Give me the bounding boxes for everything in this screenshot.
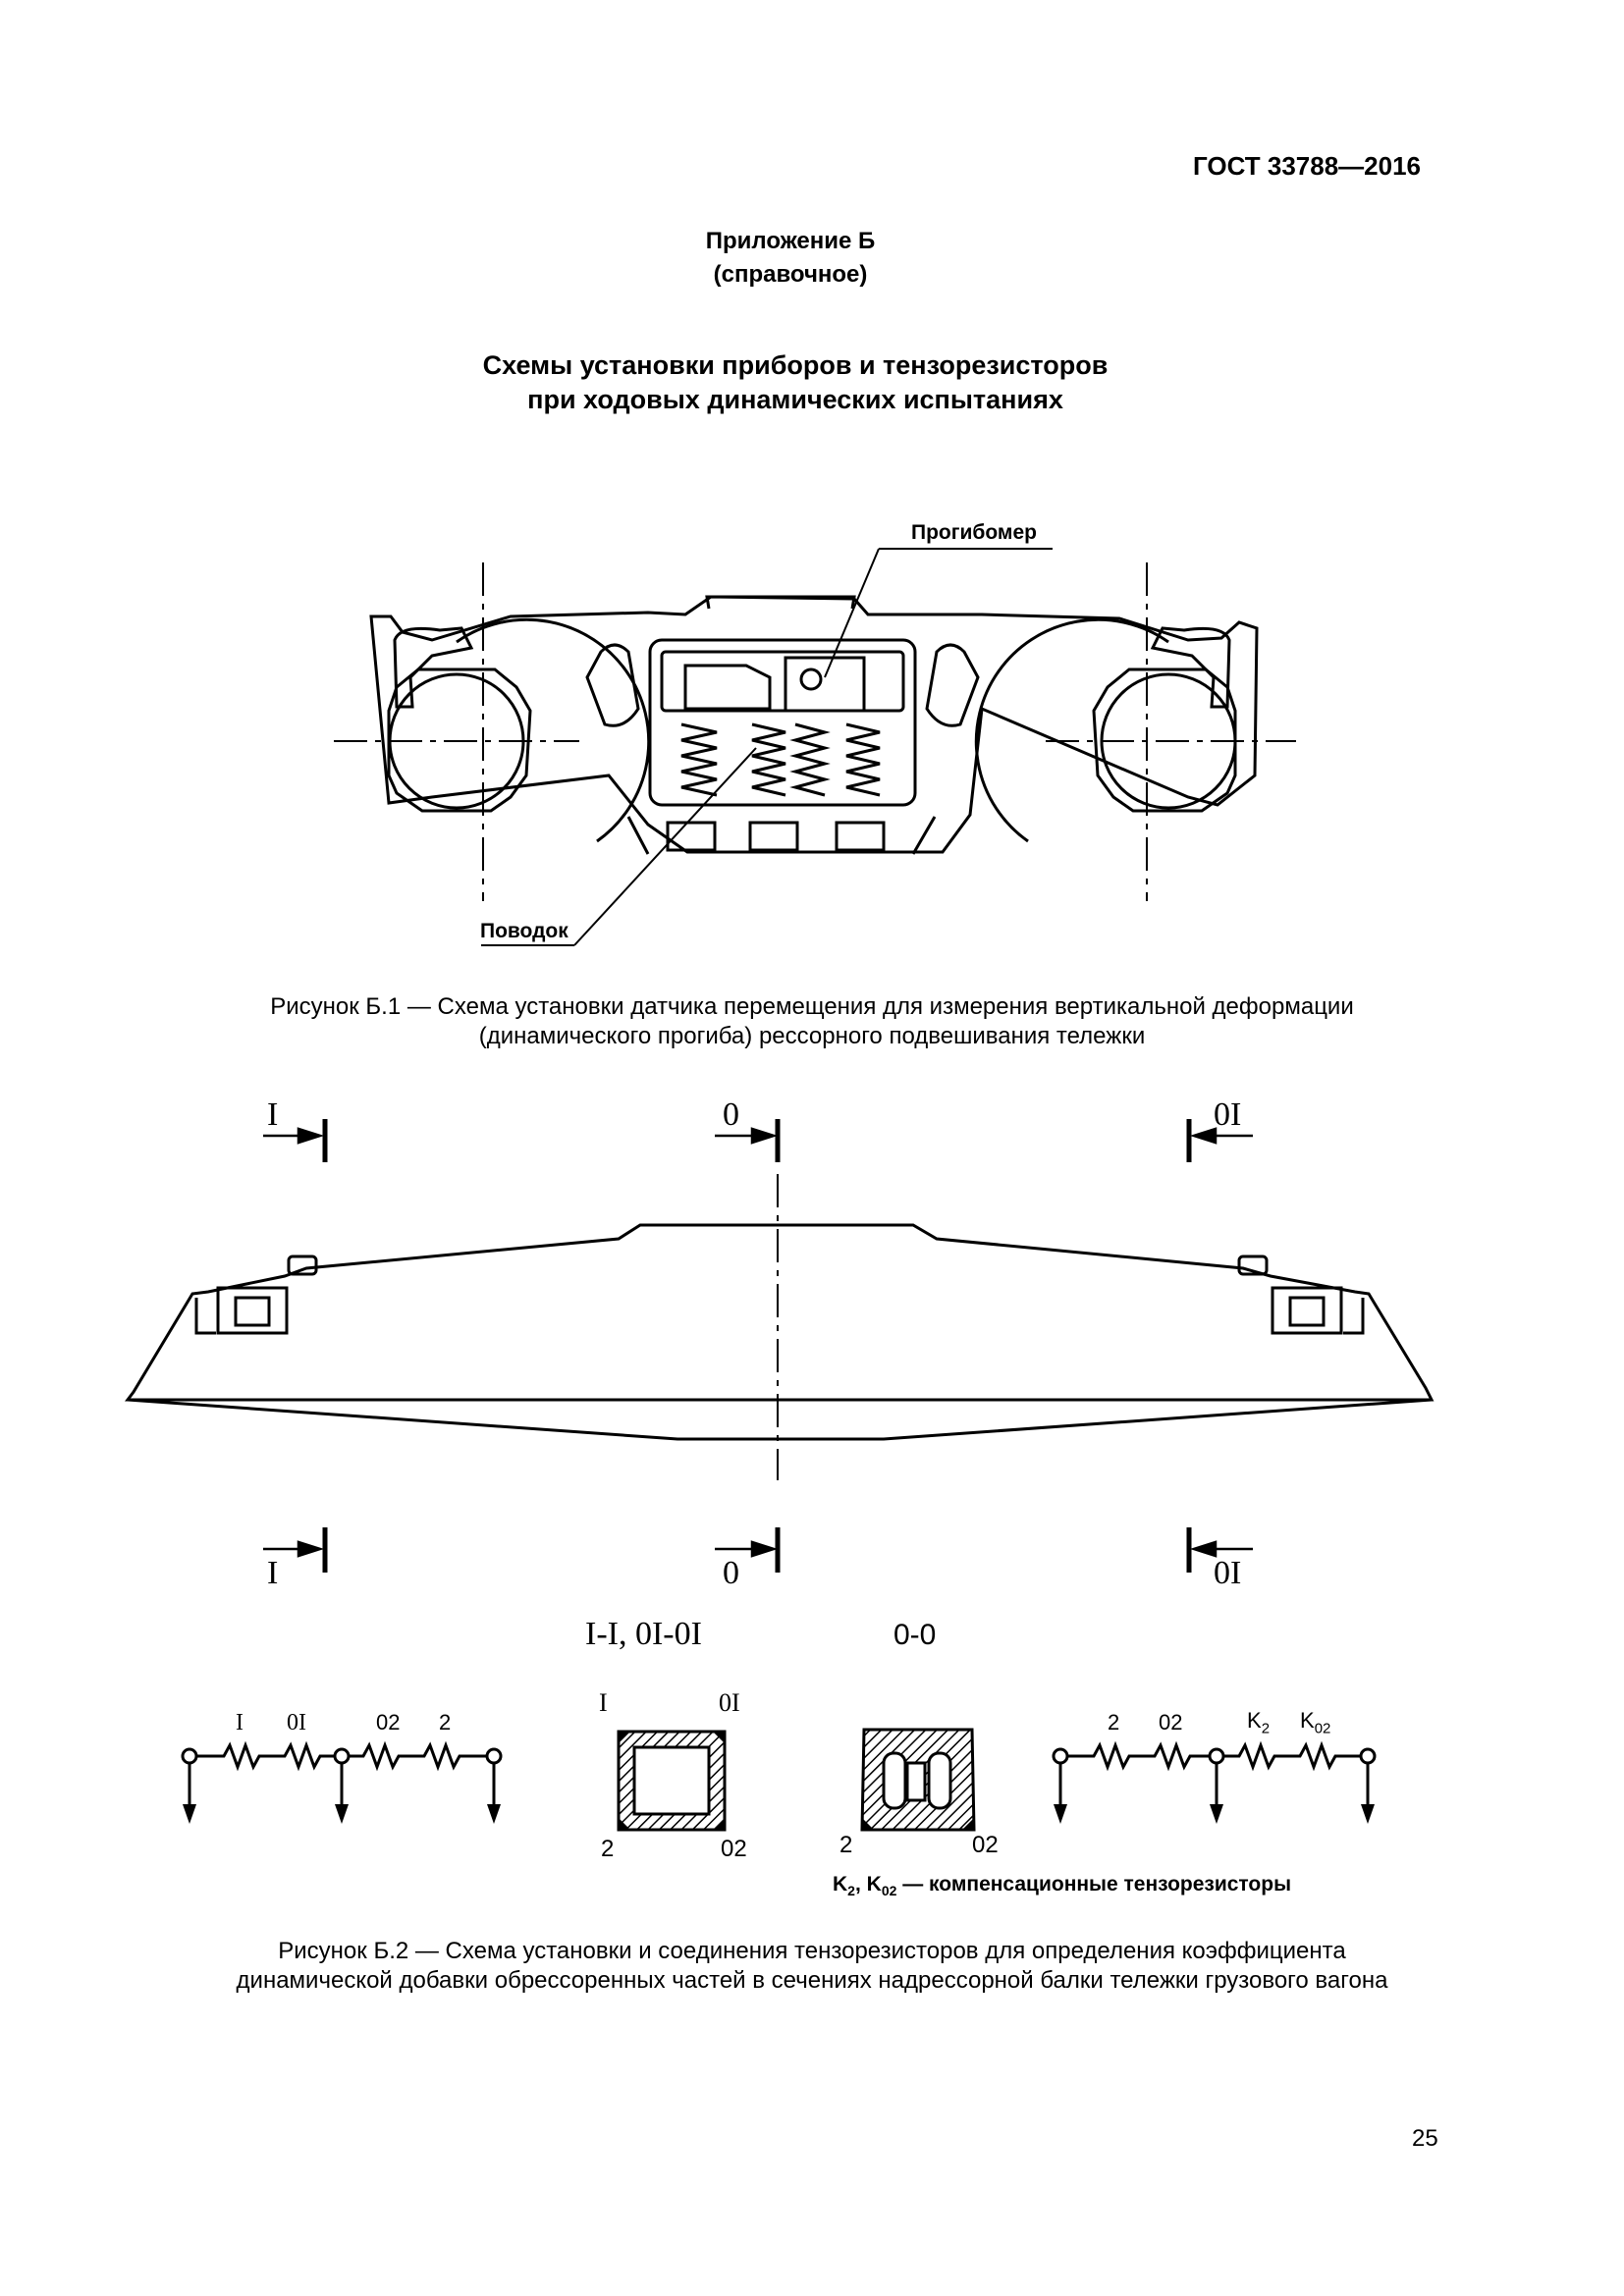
section-mark-right-bottom: 0I [1214,1555,1242,1591]
center-section-label-bottom-left: 2 [839,1832,853,1858]
center-section-label-bottom-right: 02 [972,1832,999,1858]
figure1-caption-line2: (динамического прогиба) рессорного подве… [478,1023,1146,1049]
box-label-top-left: I [599,1688,608,1717]
appendix-title: Приложение Б [705,228,876,254]
section-mark-center-bottom: 0 [723,1555,739,1591]
left-circuit-label-r2: 0I [287,1710,306,1735]
box-label-bottom-right: 02 [721,1836,747,1862]
compensation-note: K2, K02 — компенсационные тензорезисторы [833,1873,1292,1899]
right-circuit-label-r3: K2 [1247,1708,1271,1737]
section-heading-line2: при ходовых динамических испытаниях [527,385,1063,414]
figure2-caption-line2: динамической добавки обрессоренных часте… [236,1967,1388,1994]
right-circuit-label-r1: 2 [1108,1710,1120,1735]
label-link: Поводок [480,920,568,942]
document-code: ГОСТ 33788—2016 [1193,151,1421,181]
left-circuit-label-r3: 02 [376,1710,401,1735]
figure2-caption-line1: Рисунок Б.2 — Схема установки и соединен… [278,1938,1346,1964]
page-number: 25 [1412,2125,1438,2152]
figure1-caption-line1: Рисунок Б.1 — Схема установки датчика пе… [270,993,1354,1020]
section-title-sides: I-I, 0I-0I [585,1616,702,1652]
section-mark-center-top: 0 [723,1096,739,1133]
right-circuit-label-r2: 02 [1159,1710,1183,1735]
left-circuit-label-r4: 2 [439,1710,452,1735]
section-mark-left-top: I [267,1096,279,1133]
appendix-subtitle: (справочное) [713,261,868,288]
box-label-bottom-left: 2 [601,1836,615,1862]
box-label-top-right: 0I [719,1688,740,1717]
section-mark-right-top: 0I [1214,1096,1242,1133]
section-heading-line1: Схемы установки приборов и тензорезистор… [482,350,1109,380]
section-title-center: 0-0 [893,1619,937,1651]
section-mark-left-bottom: I [267,1555,279,1591]
left-circuit-label-r1: I [236,1710,244,1735]
right-circuit-label-r4: K02 [1300,1708,1331,1737]
label-deflectometer: Прогибомер [911,521,1037,544]
